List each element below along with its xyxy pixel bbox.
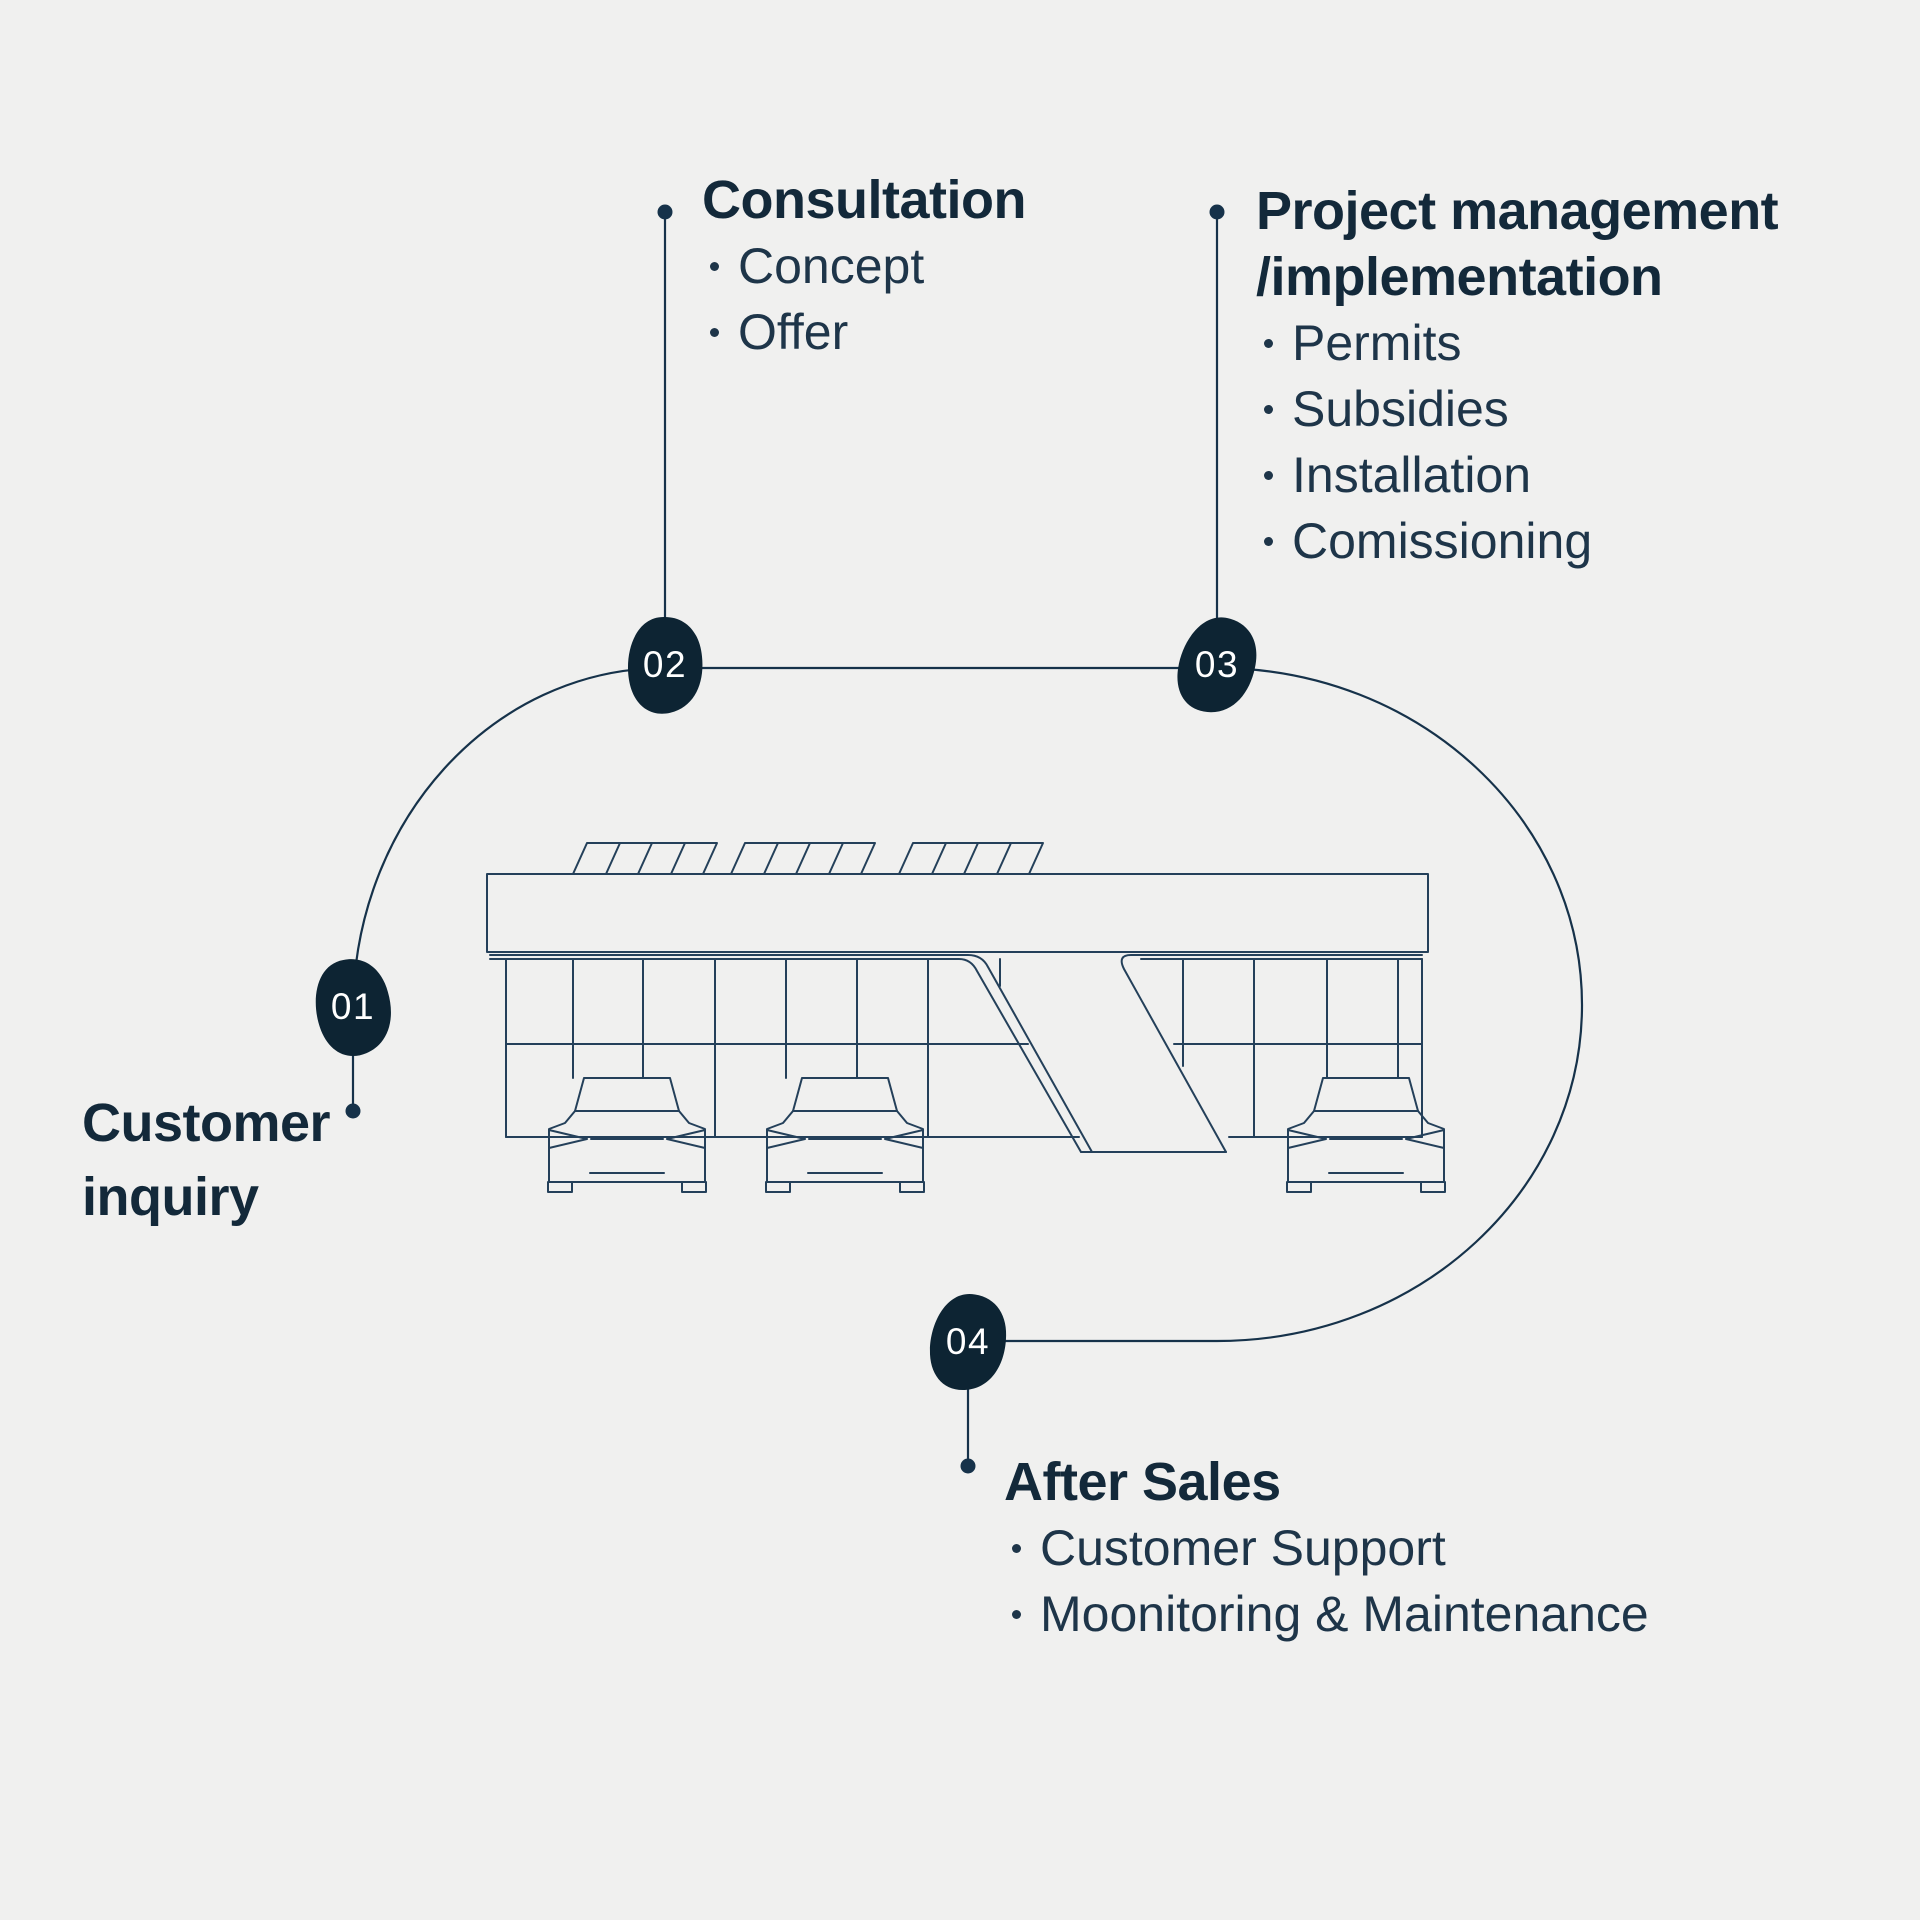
list-item-text: Installation <box>1292 447 1532 503</box>
solar-panel-array-2 <box>730 842 876 875</box>
list-item: Customer Support <box>1004 1515 1649 1581</box>
soffit-left-outer <box>489 954 1093 1153</box>
list-item: Concept <box>702 233 1026 299</box>
electric-car-1 <box>547 1077 707 1193</box>
step-02-label: Consultation Concept Offer <box>702 167 1026 365</box>
list-item-text: Permits <box>1292 315 1462 371</box>
bullet-dot <box>1264 338 1273 348</box>
step-01-title-line1: Customer <box>82 1093 331 1153</box>
solar-panel-array-3 <box>898 842 1044 875</box>
list-item: Permits <box>1256 310 1778 376</box>
bullet-dot <box>710 327 719 337</box>
bullet-dot <box>1012 1609 1021 1619</box>
step-02-title: Consultation <box>702 170 1026 230</box>
step-03-title-line1: Project management <box>1256 181 1779 241</box>
bullet-dot <box>1012 1543 1021 1553</box>
step-03-badge-number: 03 <box>1194 644 1240 685</box>
facade-vmullions <box>572 958 1399 1138</box>
bullet-dot <box>1264 470 1273 480</box>
bullet-dot <box>1264 404 1273 414</box>
journey-loop-path <box>351 666 1584 1343</box>
list-item: Moonitoring & Maintenance <box>1004 1581 1649 1647</box>
list-item: Subsidies <box>1256 376 1778 442</box>
solar-panel-array-1 <box>572 842 718 875</box>
bullet-dot <box>710 261 719 271</box>
step-03-title-line2: /implementation <box>1256 247 1663 307</box>
connector-dot-03 <box>1209 204 1225 220</box>
list-item-text: Subsidies <box>1292 381 1509 437</box>
step-03-label: Project management /implementation Permi… <box>1256 178 1779 574</box>
canopy-roof <box>486 873 1429 953</box>
step-01-badge-number: 01 <box>330 986 376 1027</box>
list-item-text: Moonitoring & Maintenance <box>1040 1586 1649 1642</box>
soffit-right-outer <box>1120 954 1423 1153</box>
list-item-text: Concept <box>738 238 925 294</box>
list-item-text: Customer Support <box>1040 1520 1446 1576</box>
charging-station-illustration <box>486 842 1446 1193</box>
step-01-title-line2: inquiry <box>82 1167 259 1227</box>
soffit-left-inner <box>489 958 1082 1153</box>
connector-dot-01 <box>345 1103 361 1119</box>
step-01-label: Customer inquiry <box>82 1086 331 1234</box>
connector-dot-02 <box>657 204 673 220</box>
list-item: Offer <box>702 299 1026 365</box>
step-04-badge-number: 04 <box>945 1321 991 1362</box>
list-item-text: Offer <box>738 304 849 360</box>
list-item-text: Comissioning <box>1292 513 1593 569</box>
step-04-items: Customer Support Moonitoring & Maintenan… <box>1004 1515 1649 1647</box>
step-02-badge-number: 02 <box>642 644 688 685</box>
electric-car-2 <box>765 1077 925 1193</box>
step-02-items: Concept Offer <box>702 233 1026 365</box>
connector-dot-04 <box>960 1458 976 1474</box>
step-04-label: After Sales Customer Support Moonitoring… <box>1004 1449 1649 1647</box>
step-04-title: After Sales <box>1004 1452 1281 1512</box>
step-03-items: Permits Subsidies Installation Comission… <box>1256 310 1778 574</box>
list-item: Comissioning <box>1256 508 1778 574</box>
list-item: Installation <box>1256 442 1778 508</box>
journey-loop <box>345 204 1584 1474</box>
bullet-dot <box>1264 536 1273 546</box>
